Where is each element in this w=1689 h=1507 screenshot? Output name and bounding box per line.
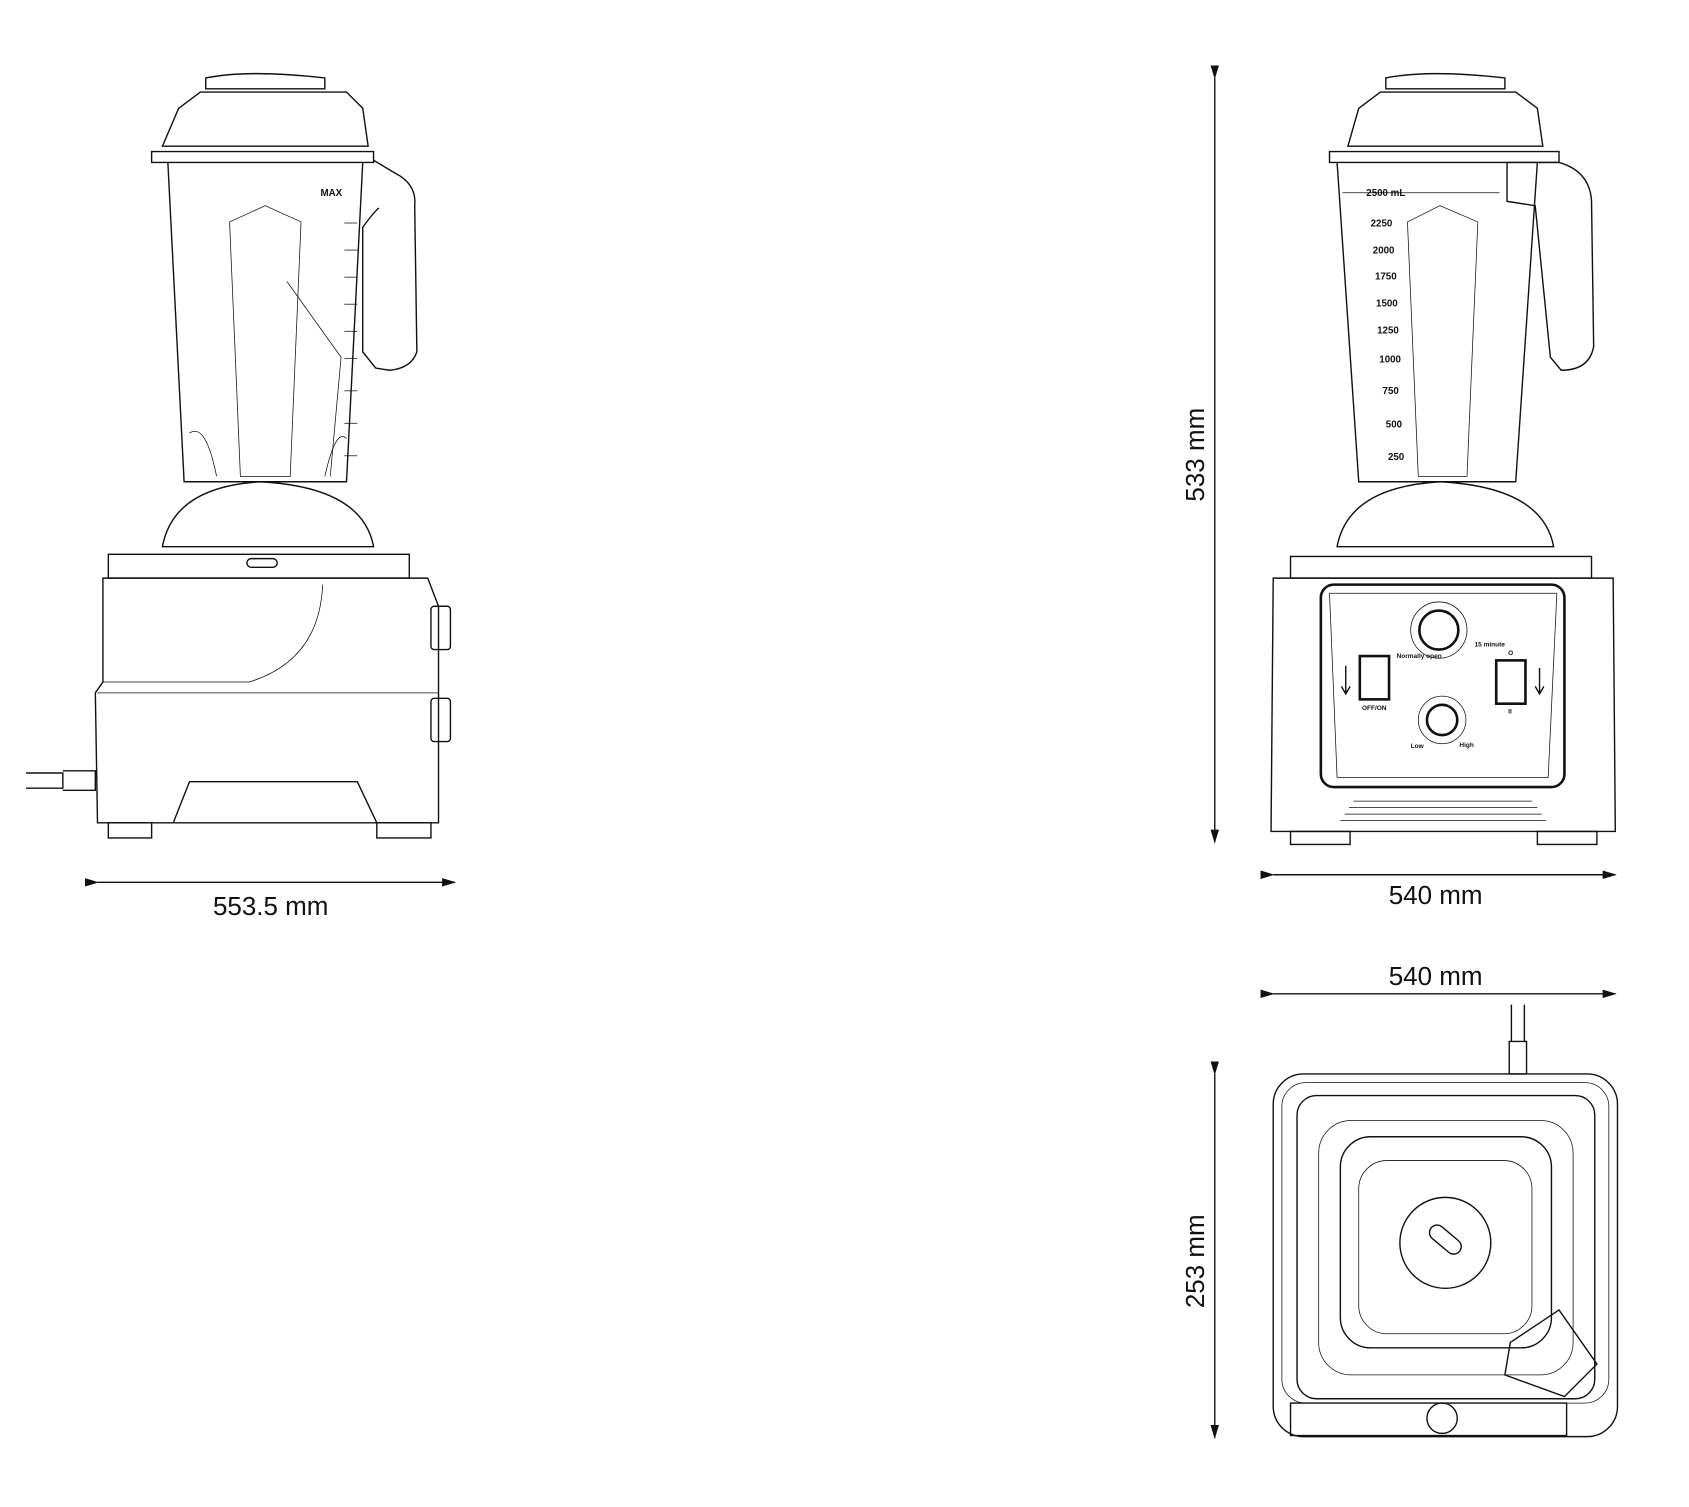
speed-low-label: Low (1411, 743, 1425, 750)
grad-1250: 1250 (1377, 325, 1399, 336)
timer-normally-open: Normally open (1397, 653, 1442, 660)
grad-750: 750 (1383, 386, 1400, 397)
grad-250: 250 (1388, 452, 1405, 463)
speed-knob[interactable] (1425, 703, 1459, 737)
side-view: MAX 553.5 mm (26, 72, 457, 921)
grad-1000: 1000 (1379, 355, 1401, 366)
max-label: MAX (321, 188, 343, 199)
front-view: 2500 mL 2250 2000 1750 1500 1250 1000 75… (1180, 65, 1617, 910)
grad-2000: 2000 (1373, 245, 1395, 256)
top-depth-label: 253 mm (1180, 1214, 1210, 1308)
mode-on-label: O (1508, 650, 1513, 657)
top-view: 540 mm 253 mm (1180, 961, 1619, 1440)
mode-off-label: II (1508, 708, 1512, 715)
top-width-label: 540 mm (1389, 961, 1483, 991)
speed-high-label: High (1459, 742, 1473, 749)
grad-500: 500 (1386, 420, 1403, 431)
mode-switch[interactable] (1494, 659, 1527, 705)
grad-1750: 1750 (1375, 271, 1397, 282)
power-switch[interactable] (1358, 654, 1391, 701)
front-width-label: 540 mm (1389, 880, 1483, 910)
side-width-label: 553.5 mm (213, 891, 328, 921)
timer-max-label: 15 minute (1475, 641, 1506, 648)
grad-2250: 2250 (1371, 218, 1393, 229)
grad-1500: 1500 (1376, 298, 1398, 309)
power-switch-label: OFF/ON (1362, 705, 1387, 712)
front-height-label: 533 mm (1180, 408, 1210, 502)
grad-2500: 2500 mL (1366, 188, 1405, 199)
